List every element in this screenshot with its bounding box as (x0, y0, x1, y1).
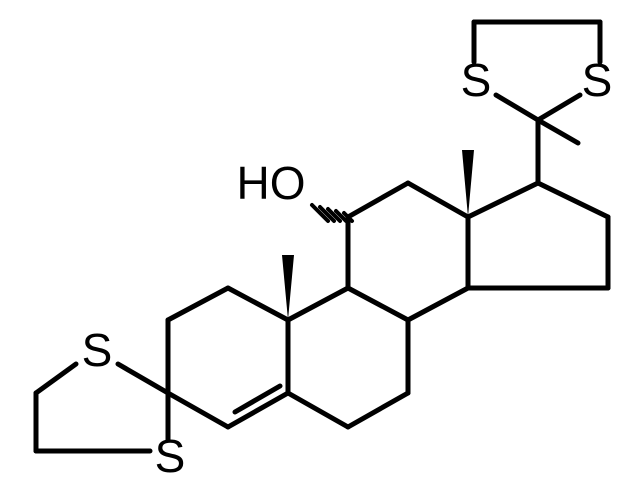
bond (465, 180, 541, 220)
bond (535, 117, 581, 146)
hash-line (318, 205, 336, 223)
methyl-wedge-c10 (282, 255, 294, 320)
hashed-wedge-oh (310, 203, 354, 223)
bond (405, 285, 471, 323)
bond (225, 285, 291, 323)
hash-line (310, 203, 330, 223)
bond (115, 361, 171, 396)
bond (165, 390, 231, 430)
bond (535, 92, 583, 123)
bond (33, 361, 79, 396)
bond (345, 390, 411, 430)
sulfur-label: S (82, 324, 113, 376)
hydroxyl-label: HO (237, 157, 306, 209)
bond (493, 92, 541, 123)
bond (285, 285, 351, 323)
bond (405, 180, 471, 220)
sulfur-label: S (461, 54, 492, 106)
bond (165, 285, 231, 323)
hash-line (326, 207, 342, 223)
double-bond-line (232, 383, 283, 415)
sulfur-label: S (155, 430, 186, 482)
bond (535, 180, 611, 220)
bond (225, 390, 291, 430)
sulfur-label: S (582, 54, 613, 106)
hash-line (342, 211, 354, 223)
bond (285, 390, 351, 430)
bond (345, 285, 411, 323)
wedge-bonds (282, 150, 474, 320)
bond-lines (33, 19, 611, 454)
hash-line (334, 209, 348, 223)
bond (345, 180, 411, 220)
atom-labels: S S HO S S (82, 54, 613, 482)
methyl-wedge-c13 (462, 150, 474, 217)
